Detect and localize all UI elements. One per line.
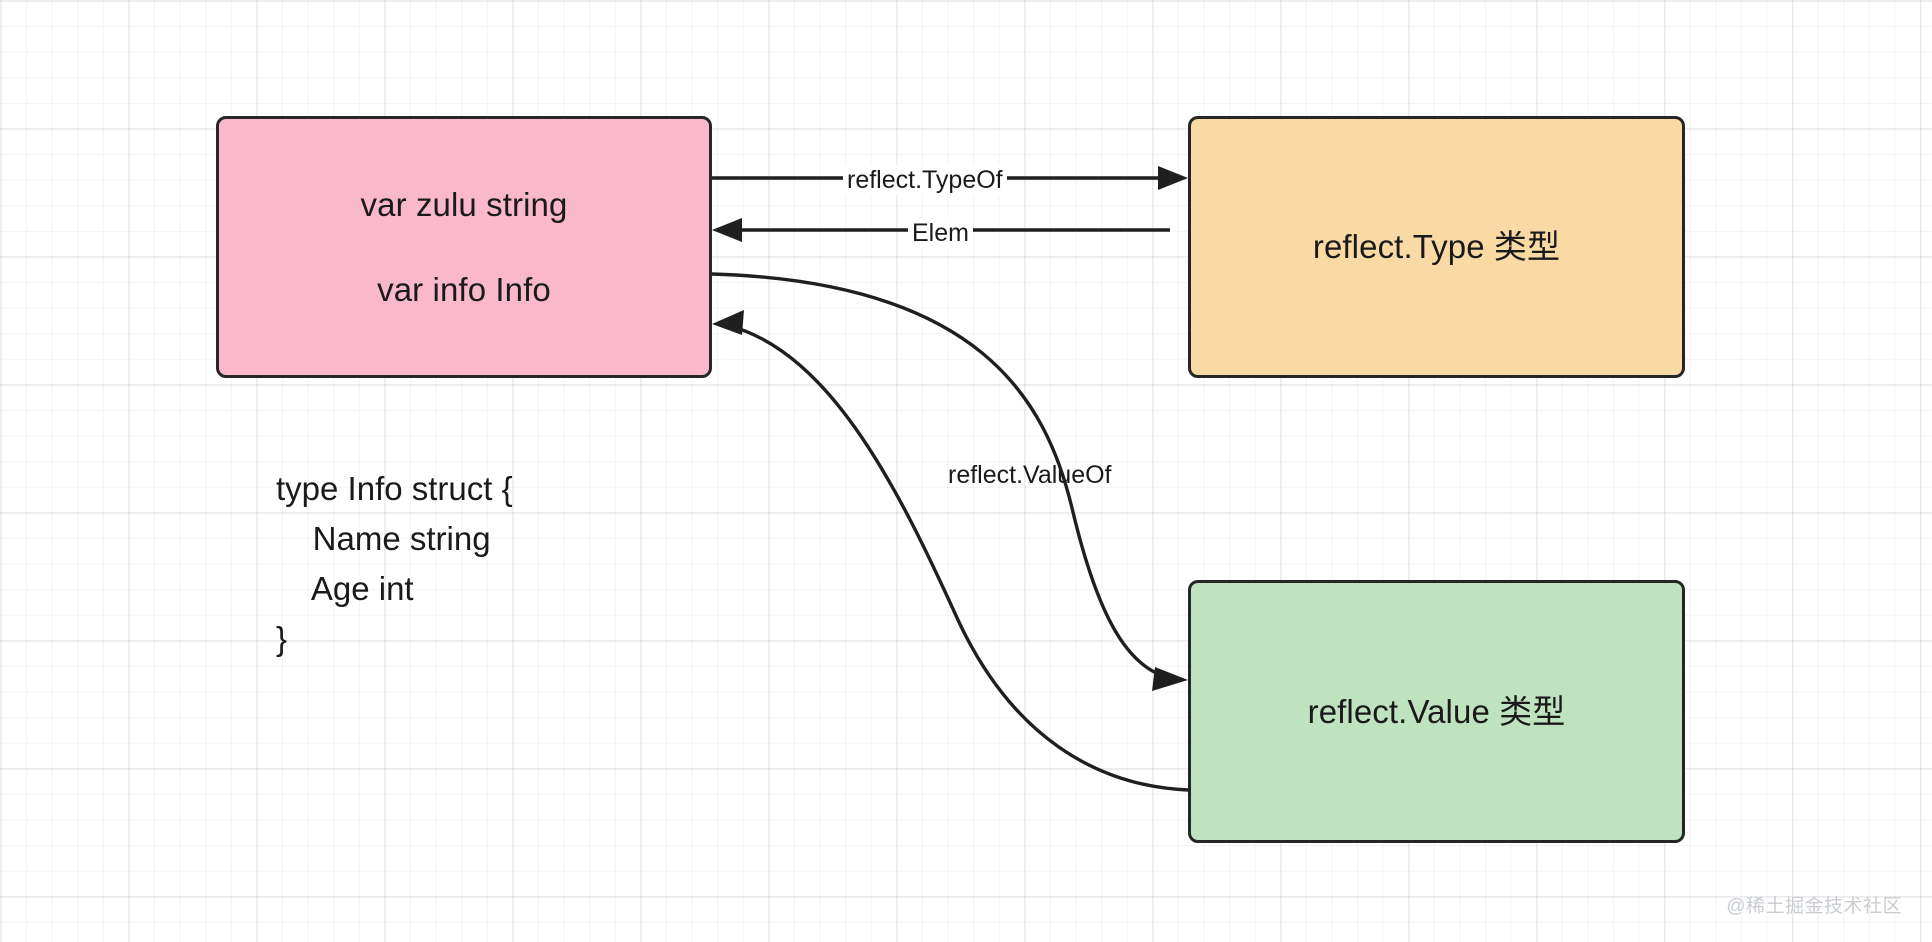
edge-label-valueof: reflect.ValueOf xyxy=(948,461,1112,489)
node-var-line2: var info Info xyxy=(377,271,551,308)
edge-label-elem: Elem xyxy=(908,218,973,248)
node-var-declarations[interactable]: var zulu string var info Info xyxy=(216,116,712,378)
edge-valueof-back xyxy=(712,310,1189,792)
code-snippet-info-struct: type Info struct { Name string Age int } xyxy=(276,470,513,657)
node-reflect-value[interactable]: reflect.Value 类型 xyxy=(1188,580,1685,843)
node-var-line1: var zulu string xyxy=(360,185,568,223)
watermark: @稀土掘金技术社区 xyxy=(1726,896,1902,917)
node-reflect-type[interactable]: reflect.Type 类型 xyxy=(1188,116,1685,378)
edge-label-typeof: reflect.TypeOf xyxy=(843,165,1007,195)
node-reflect-value-label: reflect.Value 类型 xyxy=(1307,692,1566,730)
node-reflect-type-label: reflect.Type 类型 xyxy=(1312,228,1561,266)
